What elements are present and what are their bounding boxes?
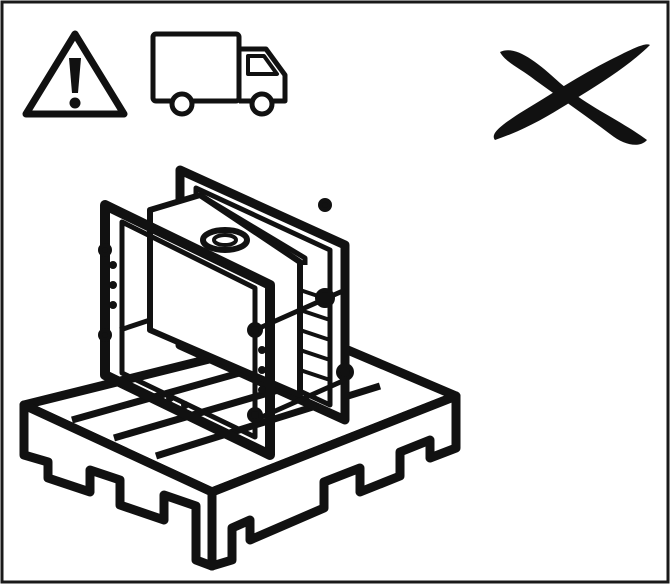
warning-triangle-icon bbox=[22, 30, 128, 118]
prohibited-x-icon bbox=[493, 44, 650, 145]
filter-housing-unit-icon bbox=[98, 165, 354, 460]
delivery-truck-icon bbox=[150, 31, 288, 117]
